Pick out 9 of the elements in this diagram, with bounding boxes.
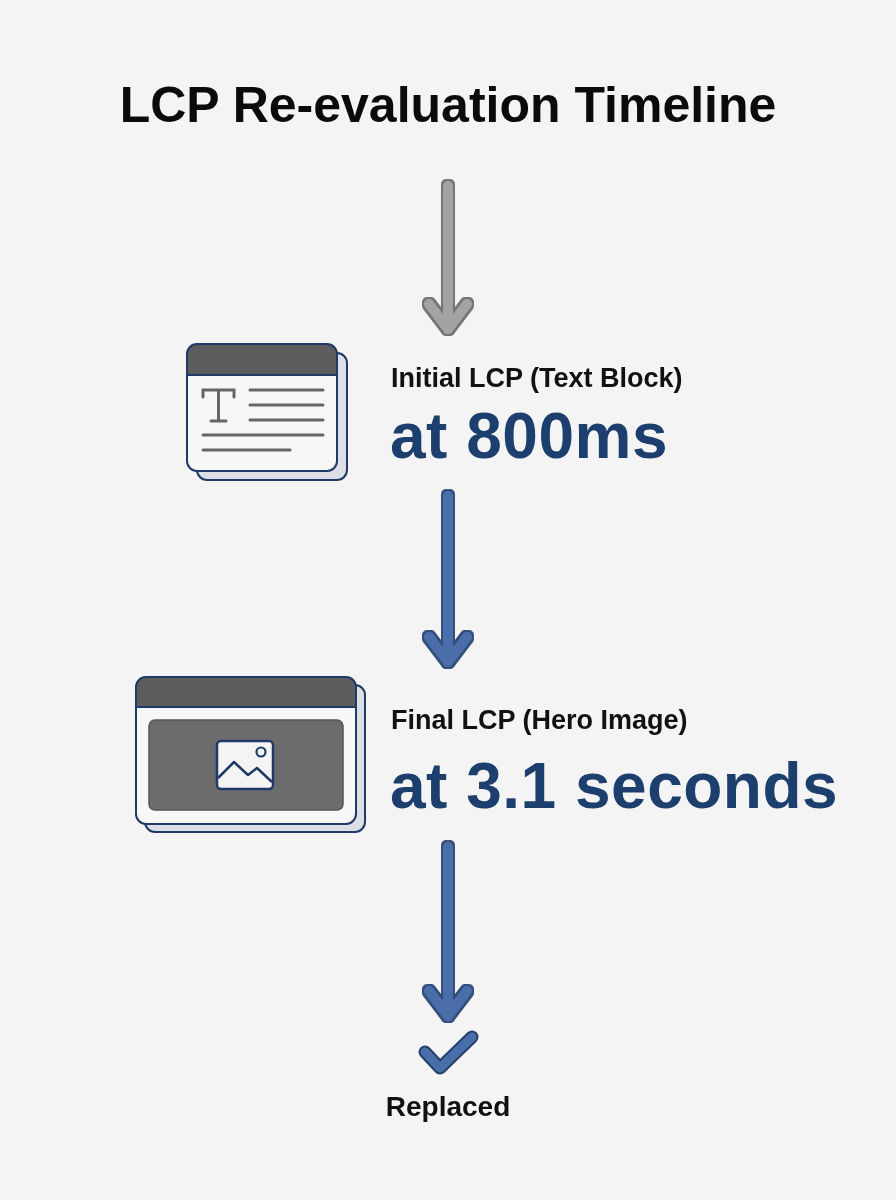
arrow (424, 181, 472, 334)
arrow (424, 491, 472, 667)
arrow (424, 842, 472, 1021)
step-label: Initial LCP (Text Block) (391, 362, 683, 394)
title: LCP Re-evaluation Timeline (119, 76, 777, 135)
time-value: at 3.1 seconds (390, 751, 839, 821)
step-label: Final LCP (Hero Image) (391, 704, 688, 736)
time-value: at 800ms (390, 401, 668, 471)
status-label: Replaced (384, 1091, 512, 1123)
